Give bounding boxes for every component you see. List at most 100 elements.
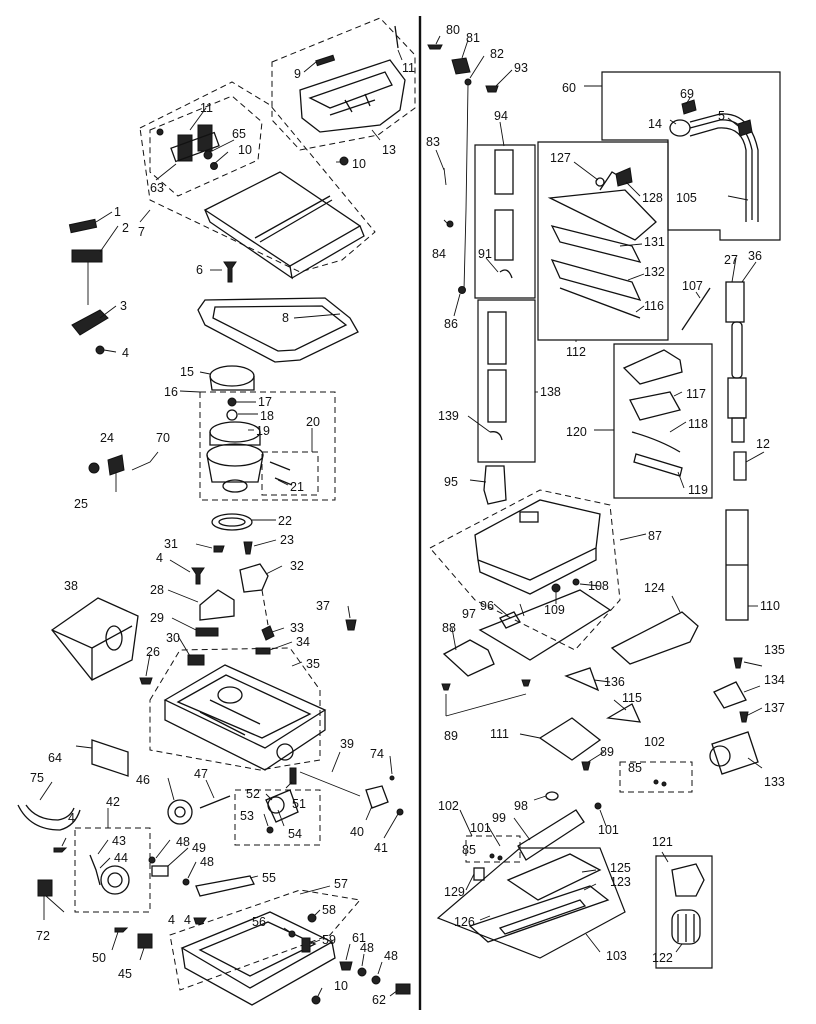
callout-99: 99 — [492, 811, 506, 825]
callout-4: 4 — [68, 811, 75, 825]
part-117-brush — [629, 391, 681, 421]
callout-9: 9 — [294, 67, 301, 81]
callout-64: 64 — [48, 751, 62, 765]
part-83-rod — [463, 84, 469, 291]
part-48-nut-c — [357, 967, 367, 977]
callout-26: 26 — [146, 645, 160, 659]
callout-137: 137 — [764, 701, 785, 715]
part-41-screw — [396, 808, 404, 816]
part-57-bottom-plate — [169, 889, 361, 1006]
part-120-tools-group — [613, 343, 713, 499]
callout-19: 19 — [256, 424, 270, 438]
part-31-screw — [213, 545, 225, 553]
part-16-motor-group — [199, 391, 336, 501]
callout-60: 60 — [562, 81, 576, 95]
callout-70: 70 — [156, 431, 170, 445]
callout-4: 4 — [122, 346, 129, 360]
part-121-group — [655, 855, 713, 969]
callout-13: 13 — [382, 143, 396, 157]
callout-5: 5 — [718, 109, 725, 123]
callout-89: 89 — [600, 745, 614, 759]
part-59-spring — [301, 937, 311, 953]
callout-119: 119 — [688, 483, 708, 497]
part-36-hose-wand — [725, 281, 747, 443]
callout-61: 61 — [352, 931, 366, 945]
part-1-plate — [68, 218, 98, 234]
callout-95: 95 — [444, 475, 458, 489]
part-48-nut-b — [182, 878, 190, 886]
callout-35: 35 — [306, 657, 320, 671]
part-94-wand-upper — [494, 149, 514, 195]
part-138-wand-upper — [487, 311, 507, 365]
callout-47: 47 — [194, 767, 208, 781]
part-29-seal — [195, 627, 219, 637]
part-3-switch-bracket — [71, 309, 109, 336]
callout-89: 89 — [444, 729, 458, 743]
part-81-bracket — [451, 57, 471, 75]
part-80-screw — [427, 44, 443, 50]
part-119-brush-strip — [633, 453, 683, 477]
part-131-brush-strip — [550, 225, 642, 263]
part-60-hose-group — [601, 71, 781, 241]
callout-134: 134 — [764, 673, 785, 687]
part-53-nut — [266, 826, 274, 834]
part-82-nut — [464, 78, 472, 86]
part-69-clip — [681, 99, 697, 115]
part-38-dust-bag — [51, 597, 139, 681]
callout-101: 101 — [598, 823, 619, 837]
part-94-wand-lower — [494, 209, 514, 261]
part-12-coupler — [733, 451, 747, 481]
part-48-nut — [148, 856, 156, 864]
callout-34: 34 — [296, 635, 310, 649]
callout-50: 50 — [92, 951, 106, 965]
callout-40: 40 — [350, 825, 364, 839]
part-137-screw — [739, 711, 749, 723]
part-89-screw — [441, 683, 451, 691]
callout-37: 37 — [316, 599, 330, 613]
callout-52: 52 — [246, 787, 260, 801]
callout-81: 81 — [466, 31, 480, 45]
callout-56: 56 — [252, 915, 266, 929]
part-56-washer — [288, 930, 296, 938]
part-129-clip — [473, 867, 485, 881]
callout-3: 3 — [120, 299, 127, 313]
part-64-panel — [91, 739, 129, 777]
part-112-floor-tool — [547, 189, 657, 241]
part-35-housing — [149, 647, 327, 771]
part-88-bracket — [442, 639, 495, 677]
callout-53: 53 — [240, 809, 254, 823]
part-44-pulley — [100, 865, 130, 895]
callout-39: 39 — [340, 737, 354, 751]
part-52-group — [234, 789, 321, 846]
callout-18: 18 — [260, 409, 274, 423]
part-18-washer — [226, 409, 238, 421]
part-93-screw — [485, 85, 499, 93]
callout-1: 1 — [114, 205, 121, 219]
callout-85: 85 — [462, 843, 476, 857]
callout-139: 139 — [438, 409, 459, 423]
callout-41: 41 — [374, 841, 388, 855]
part-46-wheel — [167, 799, 193, 825]
part-33-spring — [261, 625, 275, 641]
callout-124: 124 — [644, 581, 665, 595]
part-72-plug — [37, 879, 53, 897]
callout-102: 102 — [644, 735, 665, 749]
callout-45: 45 — [118, 967, 132, 981]
callout-103: 103 — [606, 949, 627, 963]
part-10-nut — [339, 156, 349, 166]
part-136-clip — [564, 667, 600, 692]
part-74-pin — [389, 775, 395, 781]
part-89-screw-c — [581, 761, 591, 771]
callout-59: 59 — [322, 933, 336, 947]
part-15-filter — [209, 365, 255, 387]
callout-102: 102 — [438, 799, 459, 813]
part-112-attachment-group — [537, 141, 669, 341]
callout-96: 96 — [480, 599, 494, 613]
callout-2: 2 — [122, 221, 129, 235]
callout-111: 111 — [490, 727, 509, 741]
part-139-clip — [489, 431, 503, 441]
part-138-wand-group — [477, 299, 536, 463]
callout-135: 135 — [764, 643, 785, 657]
callout-86: 86 — [444, 317, 458, 331]
callout-30: 30 — [166, 631, 180, 645]
